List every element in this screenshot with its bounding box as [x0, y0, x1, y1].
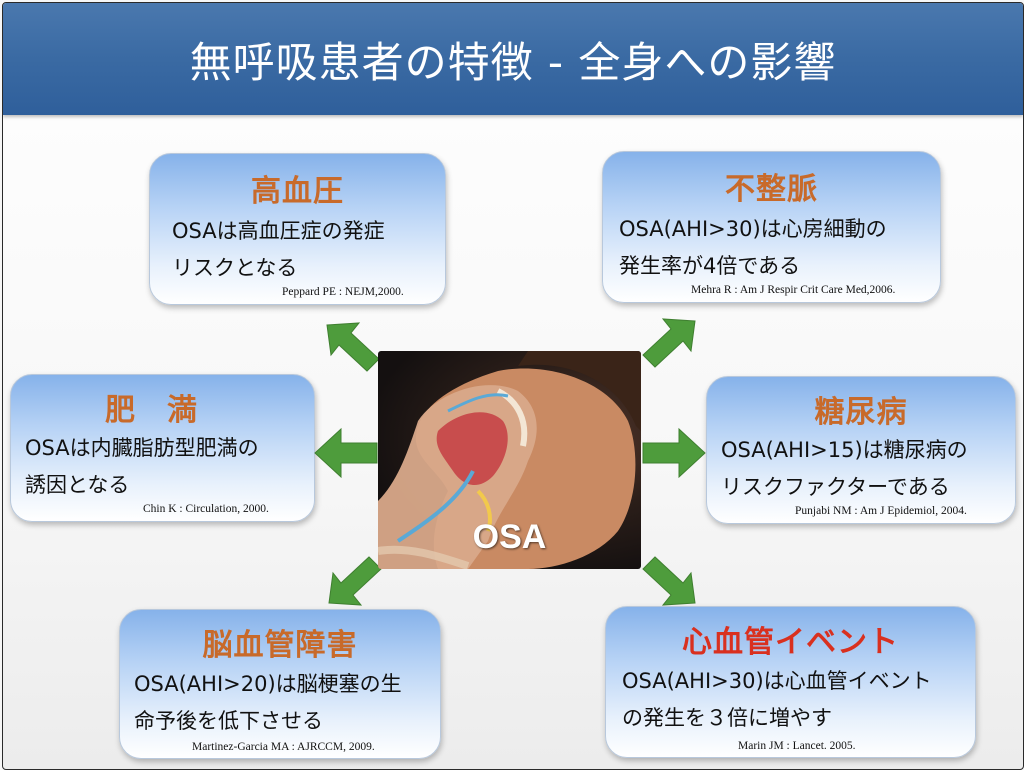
box-text-line: OSA(AHI>20)は脳梗塞の生 [134, 672, 402, 696]
box-text-line: 発生率が4倍である [619, 254, 801, 278]
osa-label: OSA [472, 518, 547, 556]
head-cross-section-icon [378, 351, 641, 569]
reference: Punjabi NM : Am J Epidemiol, 2004. [795, 505, 967, 517]
box-text-line: 誘因となる [25, 473, 130, 497]
box-title: 肥 満 [105, 393, 198, 428]
arrow-left-icon [314, 427, 378, 479]
box-cerebrovascular: 脳血管障害 OSA(AHI>20)は脳梗塞の生 命予後を低下させる Martin… [119, 609, 441, 759]
box-title: 心血管イベント [682, 625, 899, 660]
header-bar: 無呼吸患者の特徴 - 全身への影響 [3, 3, 1023, 115]
box-title: 不整脈 [725, 172, 818, 207]
box-diabetes: 糖尿病 OSA(AHI>15)は糖尿病の リスクファクターである Punjabi… [706, 376, 1016, 524]
box-text-line: OSA(AHI>30)は心血管イベント [622, 669, 932, 693]
osa-illustration: OSA [378, 351, 641, 569]
arrow-up-right-icon [642, 318, 696, 368]
arrow-up-left-icon [326, 322, 380, 372]
box-arrhythmia: 不整脈 OSA(AHI>30)は心房細動の 発生率が4倍である Mehra R … [602, 151, 941, 303]
reference: Mehra R : Am J Respir Crit Care Med,2006… [691, 284, 896, 296]
reference: Peppard PE : NEJM,2000. [282, 286, 404, 298]
reference: Chin K : Circulation, 2000. [143, 503, 269, 515]
box-text-line: 命予後を低下させる [134, 709, 323, 733]
reference: Martinez-Garcia MA : AJRCCM, 2009. [192, 741, 375, 753]
slide-title: 無呼吸患者の特徴 - 全身への影響 [189, 38, 837, 87]
arrow-right-icon [642, 427, 706, 479]
reference: Marin JM : Lancet. 2005. [738, 740, 856, 752]
box-obesity: 肥 満 OSAは内臓脂肪型肥満の 誘因となる Chin K : Circulat… [10, 374, 315, 522]
arrow-down-right-icon [642, 556, 696, 606]
box-cardiovascular: 心血管イベント OSA(AHI>30)は心血管イベント の発生を３倍に増やす M… [605, 606, 976, 758]
box-text-line: リスクファクターである [721, 475, 950, 499]
box-title: 脳血管障害 [202, 628, 358, 663]
box-text-line: OSAは内臓脂肪型肥満の [25, 436, 259, 460]
box-text-line: OSA(AHI>15)は糖尿病の [721, 438, 968, 462]
box-title: 高血圧 [251, 174, 344, 209]
box-text-line: OSA(AHI>30)は心房細動の [619, 217, 887, 241]
box-text-line: の発生を３倍に増やす [622, 706, 832, 730]
box-text-line: リスクとなる [172, 256, 298, 280]
box-title: 糖尿病 [814, 395, 908, 430]
box-hypertension: 高血圧 OSAは高血圧症の発症 リスクとなる Peppard PE : NEJM… [149, 153, 446, 305]
box-text-line: OSAは高血圧症の発症 [172, 219, 385, 243]
arrow-down-left-icon [328, 556, 382, 606]
